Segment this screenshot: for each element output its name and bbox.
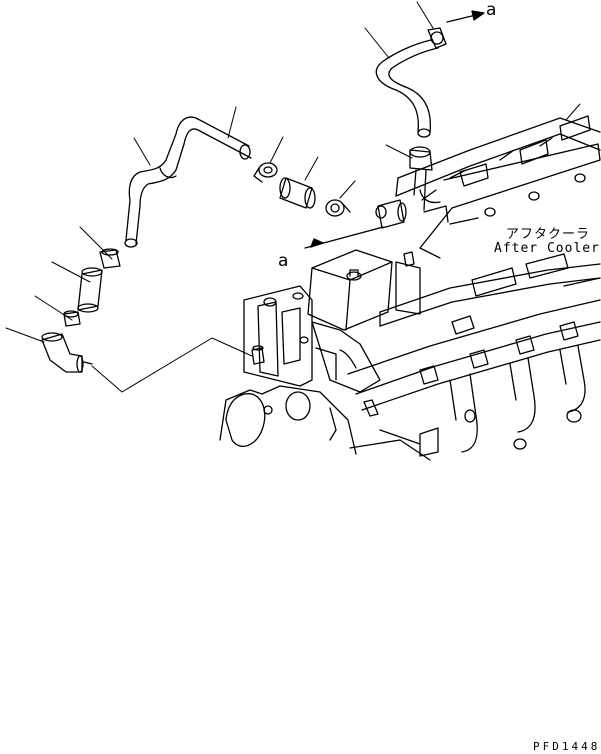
hose-clamp — [254, 163, 277, 182]
upper-hose — [376, 28, 446, 137]
short-hose — [78, 268, 102, 312]
arrow-top-a — [447, 11, 484, 22]
after-cooler — [380, 116, 600, 326]
after-cooler-label-en: After Cooler — [494, 241, 600, 256]
ref-mark-left: a — [278, 251, 289, 271]
cooler-inlet-clamp — [410, 147, 432, 210]
ref-mark-top: a — [486, 0, 497, 20]
arrow-left-a — [305, 227, 383, 248]
after-cooler-label-jp: アフタクーラ — [506, 227, 591, 242]
block-fitting — [252, 346, 264, 364]
elbow-connector — [42, 333, 92, 372]
inlet-nipple — [376, 200, 406, 228]
hose-clamp-2 — [326, 200, 350, 216]
drawing-code: PFD1448 — [533, 740, 601, 753]
leader-lines — [6, 2, 580, 342]
left-tube — [125, 117, 251, 247]
fitting-nut-1 — [100, 249, 120, 268]
pipe-route — [92, 338, 252, 392]
fitting-nut-2 — [64, 311, 80, 326]
rubber-hose — [280, 178, 315, 208]
engine-block — [220, 250, 600, 460]
